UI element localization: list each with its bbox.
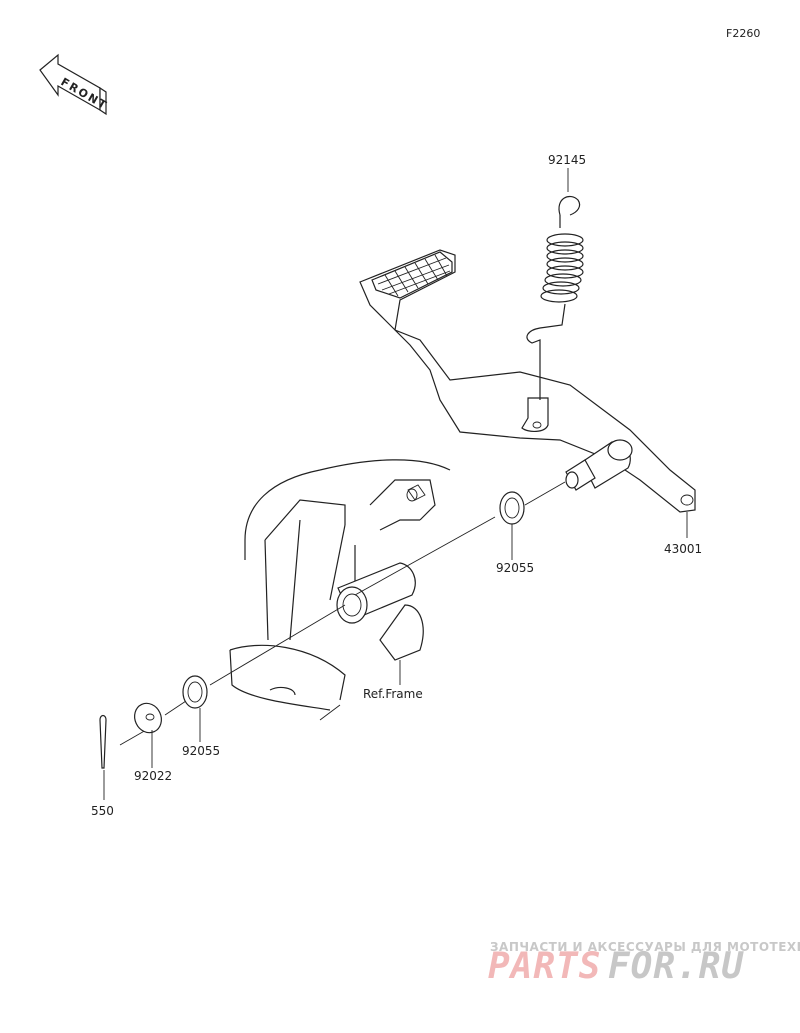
cotter-pin — [99, 714, 107, 769]
callout-550: 550 — [91, 804, 114, 818]
ref-frame-label: Ref.Frame — [363, 687, 423, 701]
callout-43001: 43001 — [664, 542, 702, 556]
leader-lines — [103, 168, 688, 800]
washer-flat — [134, 702, 162, 734]
callout-92145: 92145 — [548, 153, 586, 167]
washer-right — [499, 491, 525, 525]
callout-92055-left: 92055 — [182, 744, 220, 758]
watermark-tagline: ЗАПЧАСТИ И АКСЕССУАРЫ ДЛЯ МОТОТЕХНИКИ — [490, 940, 800, 954]
return-spring — [526, 195, 584, 400]
washer-left — [182, 675, 208, 709]
callout-92022: 92022 — [134, 769, 172, 783]
callout-92055-right: 92055 — [496, 561, 534, 575]
frame-bracket — [229, 459, 451, 721]
diagram-code: F2260 — [726, 27, 760, 40]
watermark: ЗАПЧАСТИ И АКСЕССУАРЫ ДЛЯ МОТОТЕХНИКИ PA… — [488, 940, 800, 987]
front-arrow-icon: FRONT — [39, 53, 110, 116]
watermark-brand-left: PARTS — [488, 946, 601, 987]
brake-pedal — [359, 249, 696, 513]
watermark-brand-right: FOR.RU — [608, 946, 744, 987]
